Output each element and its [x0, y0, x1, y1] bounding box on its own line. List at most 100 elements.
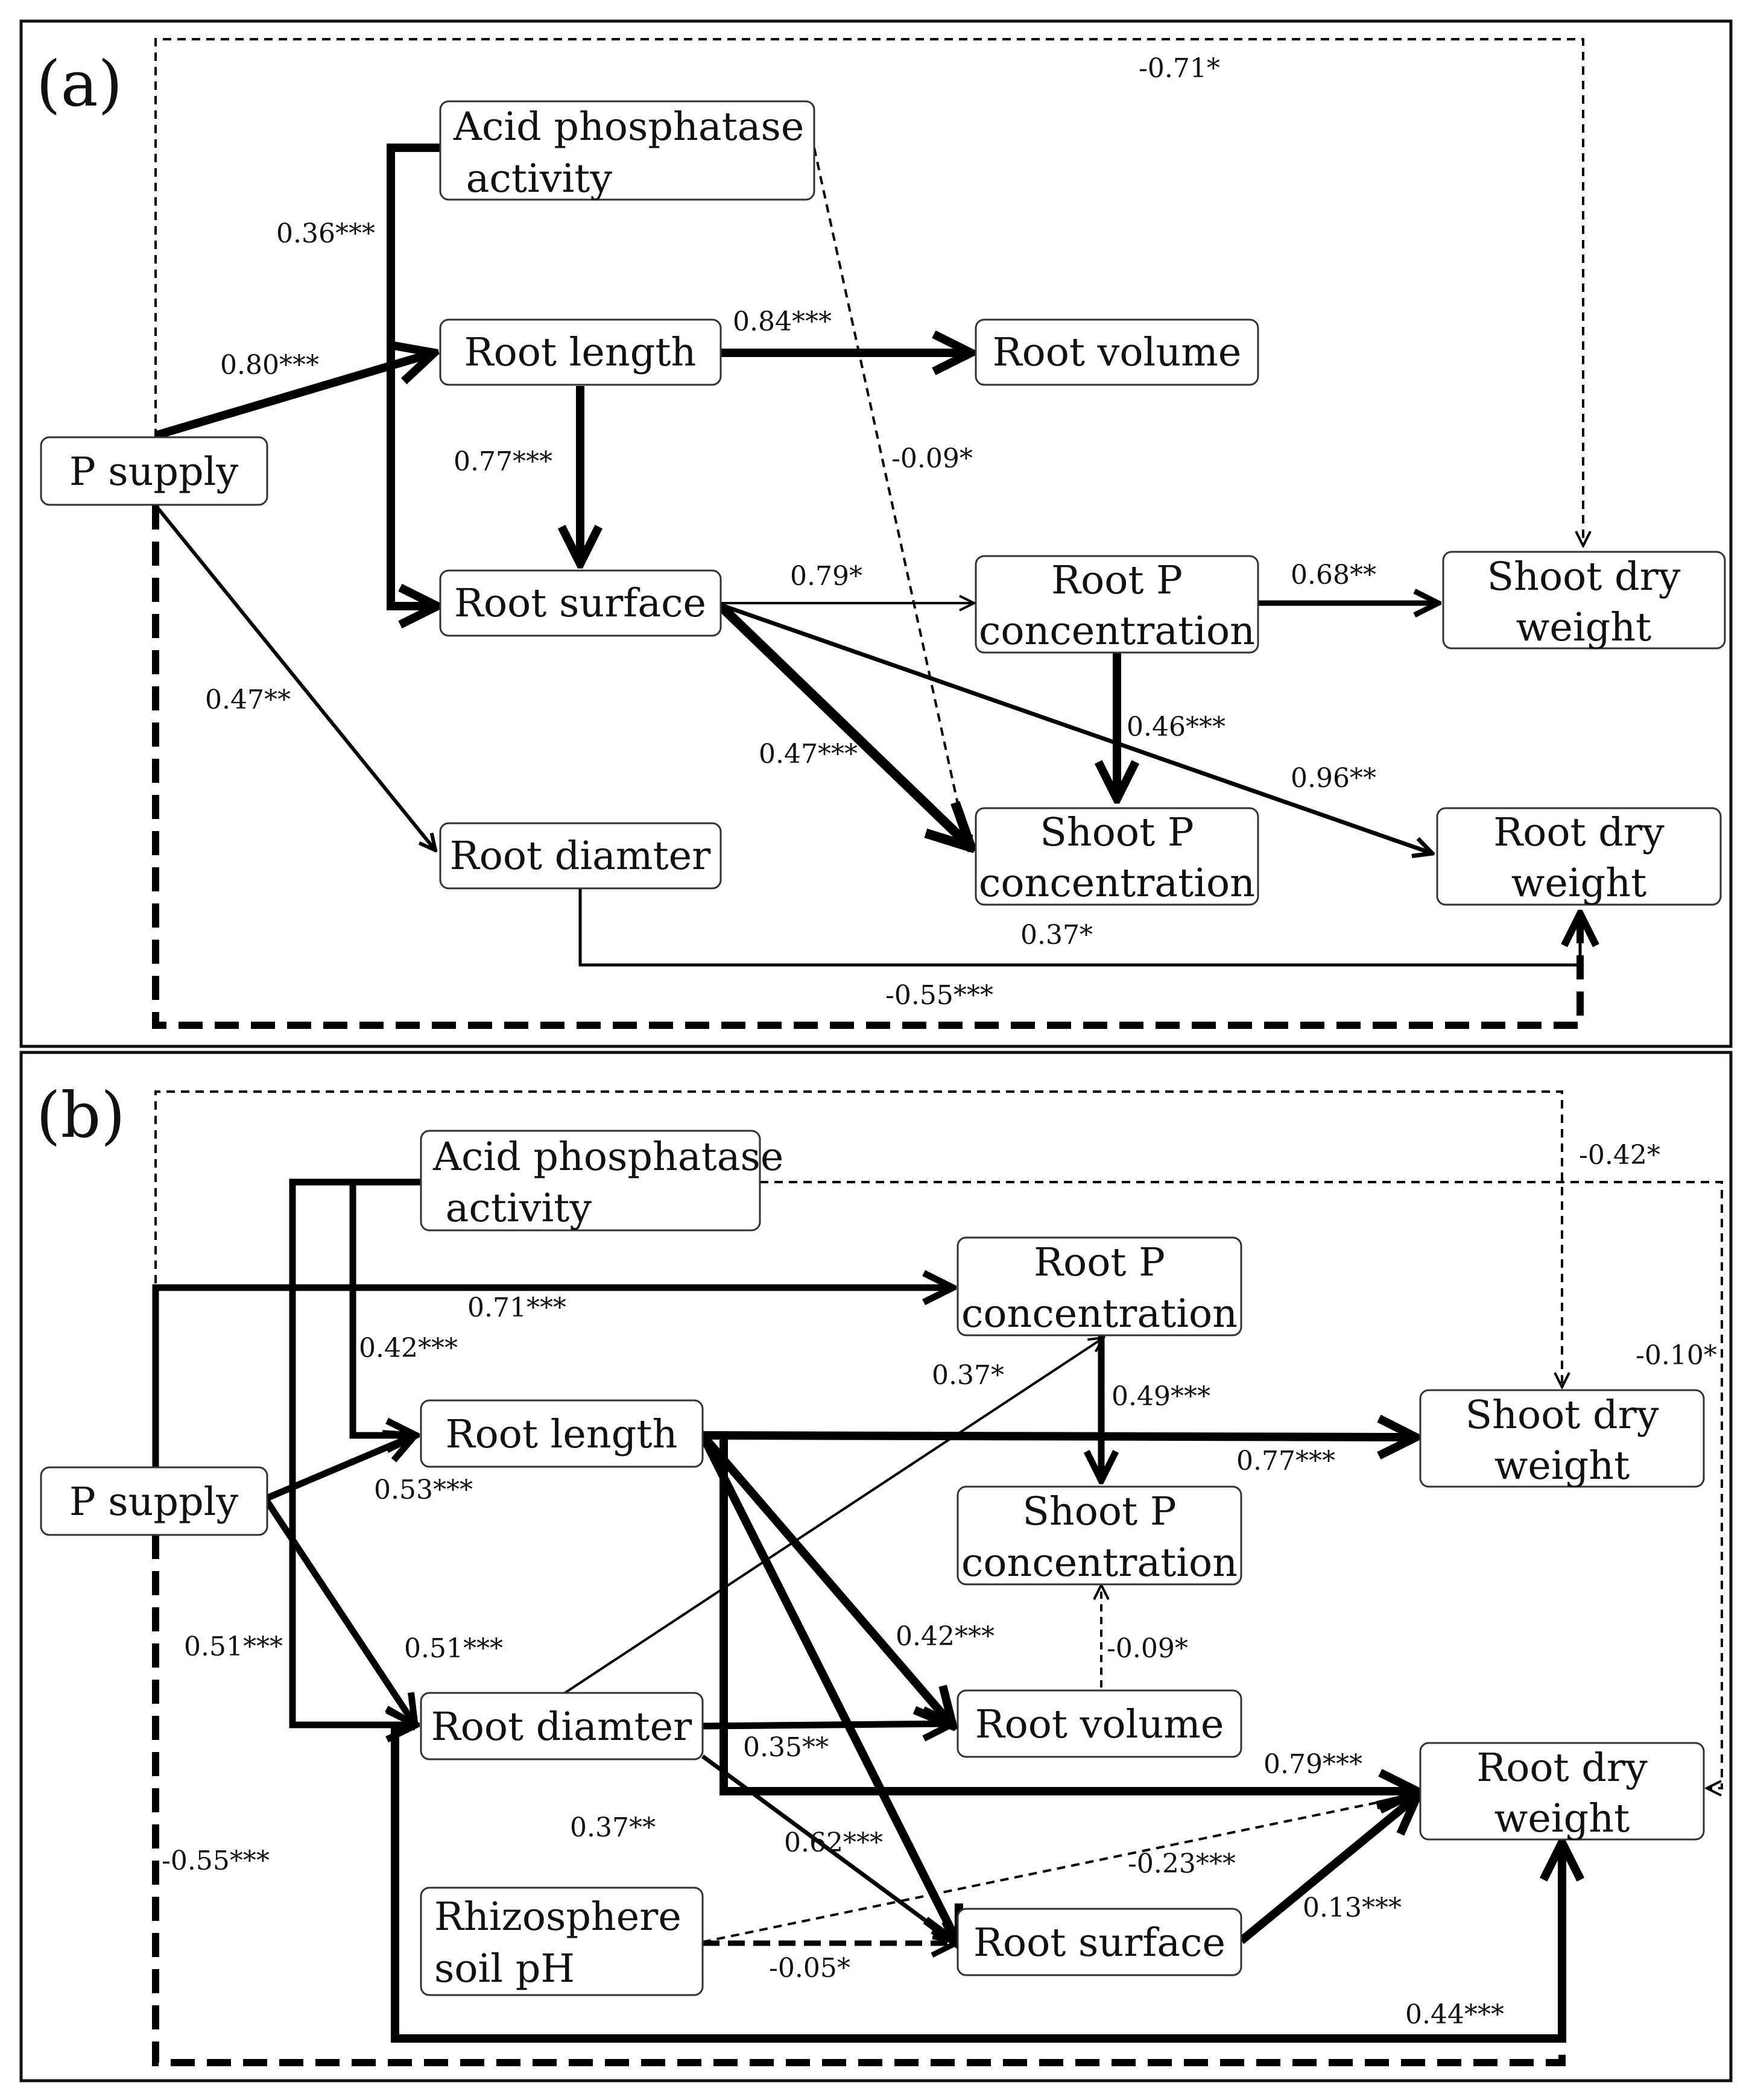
node-b-shoot-dry-weight: Shoot dry weight — [1419, 1389, 1705, 1488]
node-a-root-dry-weight: Root dry weight — [1436, 807, 1722, 906]
node-b-root-dry-weight: Root dry weight — [1419, 1742, 1705, 1841]
label-a-acid-shootp: -0.09* — [891, 443, 973, 474]
node-label-line1: Root P — [1034, 1240, 1165, 1285]
node-label: Root volume — [975, 1702, 1224, 1747]
node-label: P supply — [69, 1479, 239, 1525]
label-b-length-rootdry: 0.79*** — [1263, 1749, 1362, 1780]
edge-b-p-shootdry — [154, 1090, 1562, 1472]
node-label-line1: Shoot dry — [1487, 554, 1681, 599]
edge-b-length-volume — [699, 1432, 953, 1726]
node-label-line2: weight — [1511, 861, 1647, 906]
node-label-line1: Acid phosphatase — [432, 1134, 783, 1180]
label-b-surface-rootdry: 0.13*** — [1303, 1893, 1402, 1923]
edge-a-acid-shootp — [813, 147, 968, 850]
panel-a-label: (a) — [36, 47, 122, 121]
node-label: Root length — [446, 1412, 678, 1457]
node-b-rhizosphere-soil-ph: Rhizosphere soil pH — [420, 1887, 704, 1996]
node-label: Root volume — [993, 330, 1242, 375]
node-b-shoot-p-concentration: Shoot P concentration — [957, 1485, 1242, 1586]
label-a-p-rootdry: -0.55*** — [885, 980, 993, 1011]
label-b-p-length: 0.53*** — [374, 1475, 473, 1505]
panel-b-edges — [152, 1090, 1723, 2066]
node-label-line2: activity — [433, 1186, 592, 1231]
node-label-line2: concentration — [961, 1540, 1238, 1586]
node-label-line2: concentration — [979, 861, 1255, 906]
edge-a-p-rootdry — [152, 505, 1580, 1029]
label-b-acid-length: 0.42*** — [359, 1333, 458, 1364]
node-label-line1: Shoot P — [1022, 1489, 1176, 1534]
node-label-line1: Shoot P — [1040, 810, 1194, 855]
node-label: P supply — [69, 449, 239, 495]
node-a-shoot-dry-weight: Shoot dry weight — [1442, 551, 1726, 650]
node-a-root-volume: Root volume — [975, 318, 1259, 386]
node-label: Root surface — [973, 1920, 1225, 1966]
node-b-acid-phosphatase: Acid phosphatase activity — [420, 1130, 783, 1232]
edge-b-acid-diam — [289, 1178, 416, 1725]
node-label-line2: weight — [1516, 605, 1652, 650]
label-a-rootp-shootp: 0.46*** — [1127, 712, 1225, 742]
node-label-line1: Root dry — [1476, 1745, 1648, 1791]
node-b-root-surface: Root surface — [957, 1908, 1242, 1976]
edge-b-length-rootdry — [703, 1431, 1417, 1791]
label-b-length-surface: 0.62*** — [784, 1827, 883, 1858]
panel-b-edge-labels: -0.42* -0.10* 0.71*** 0.42*** 0.37* 0.49… — [162, 1140, 1717, 2030]
label-b-p-diam: 0.51*** — [404, 1633, 503, 1664]
node-label-line2: soil pH — [434, 1946, 575, 1991]
edge-b-diam-rootp — [563, 1338, 1104, 1695]
label-b-p-shootdry: -0.42* — [1579, 1140, 1660, 1171]
node-b-root-length: Root length — [420, 1399, 704, 1468]
node-b-root-volume: Root volume — [957, 1689, 1242, 1758]
edge-a-surface-shootp — [717, 602, 971, 847]
edge-b-length-surface — [698, 1433, 959, 1945]
label-b-rhizo-surface: -0.05* — [769, 1953, 850, 1984]
label-a-p-length: 0.80*** — [220, 350, 319, 381]
label-a-surface-shootp: 0.47*** — [759, 739, 858, 770]
label-a-acid-surface: 0.36*** — [276, 218, 375, 249]
label-a-p-shootdry: -0.71* — [1139, 53, 1220, 84]
node-a-shoot-p-concentration: Shoot P concentration — [975, 807, 1259, 906]
node-b-root-p-concentration: Root P concentration — [957, 1236, 1242, 1336]
panel-b-frame — [19, 1051, 1733, 2083]
node-b-root-diameter: Root diamter — [420, 1692, 704, 1760]
label-a-rootp-shootdry: 0.68** — [1291, 560, 1376, 590]
node-b-p-supply: P supply — [40, 1466, 268, 1536]
panel-a: (a) — [19, 19, 1733, 1048]
label-b-diam-volume: 0.35** — [743, 1732, 829, 1763]
edge-a-p-diam — [154, 504, 435, 850]
edge-a-p-length — [154, 353, 434, 440]
node-label-line2: weight — [1494, 1443, 1630, 1488]
panel-b: (b) — [19, 1051, 1733, 2083]
edge-a-surface-rootdry — [719, 602, 1432, 853]
label-b-p-rootdry: -0.55*** — [162, 1845, 270, 1876]
node-label: Root diamter — [450, 833, 711, 879]
node-label-line2: activity — [454, 156, 612, 201]
label-b-acid-rootdry: -0.10* — [1636, 1340, 1717, 1371]
node-a-root-p-concentration: Root P concentration — [975, 555, 1259, 654]
node-a-root-diameter: Root diamter — [439, 822, 722, 890]
node-a-root-surface: Root surface — [439, 569, 722, 637]
node-a-p-supply: P supply — [40, 436, 268, 506]
panel-a-edges — [152, 38, 1583, 1029]
node-label: Root length — [464, 330, 697, 375]
label-b-diam-rootp: 0.37* — [932, 1360, 1004, 1391]
node-label-line1: Shoot dry — [1466, 1393, 1659, 1438]
edge-b-length-shootdry — [702, 1435, 1416, 1437]
edge-b-rhizo-rootdry — [702, 1794, 1417, 1943]
edge-b-p-diam — [262, 1496, 415, 1725]
label-a-diam-rootdry: 0.37* — [1020, 920, 1093, 950]
label-a-length-surface: 0.77*** — [454, 446, 552, 477]
label-b-rootp-shootp: 0.49*** — [1112, 1381, 1210, 1412]
edge-b-p-rootp — [152, 1288, 953, 1472]
node-label-line2: weight — [1494, 1796, 1630, 1841]
node-label: Root surface — [454, 581, 706, 626]
edge-b-diam-surface — [701, 1754, 953, 1941]
edge-b-p-rootdry — [152, 1535, 1566, 2066]
panel-b-label: (b) — [36, 1078, 125, 1152]
node-a-root-length: Root length — [439, 318, 722, 386]
label-b-diam-rootdry: 0.44*** — [1405, 1999, 1504, 2030]
label-b-diam-surface: 0.37** — [570, 1812, 656, 1843]
label-a-surface-rootdry: 0.96** — [1291, 763, 1376, 794]
label-a-p-diam: 0.47** — [205, 685, 291, 715]
label-b-p-rootp: 0.71*** — [467, 1292, 566, 1323]
